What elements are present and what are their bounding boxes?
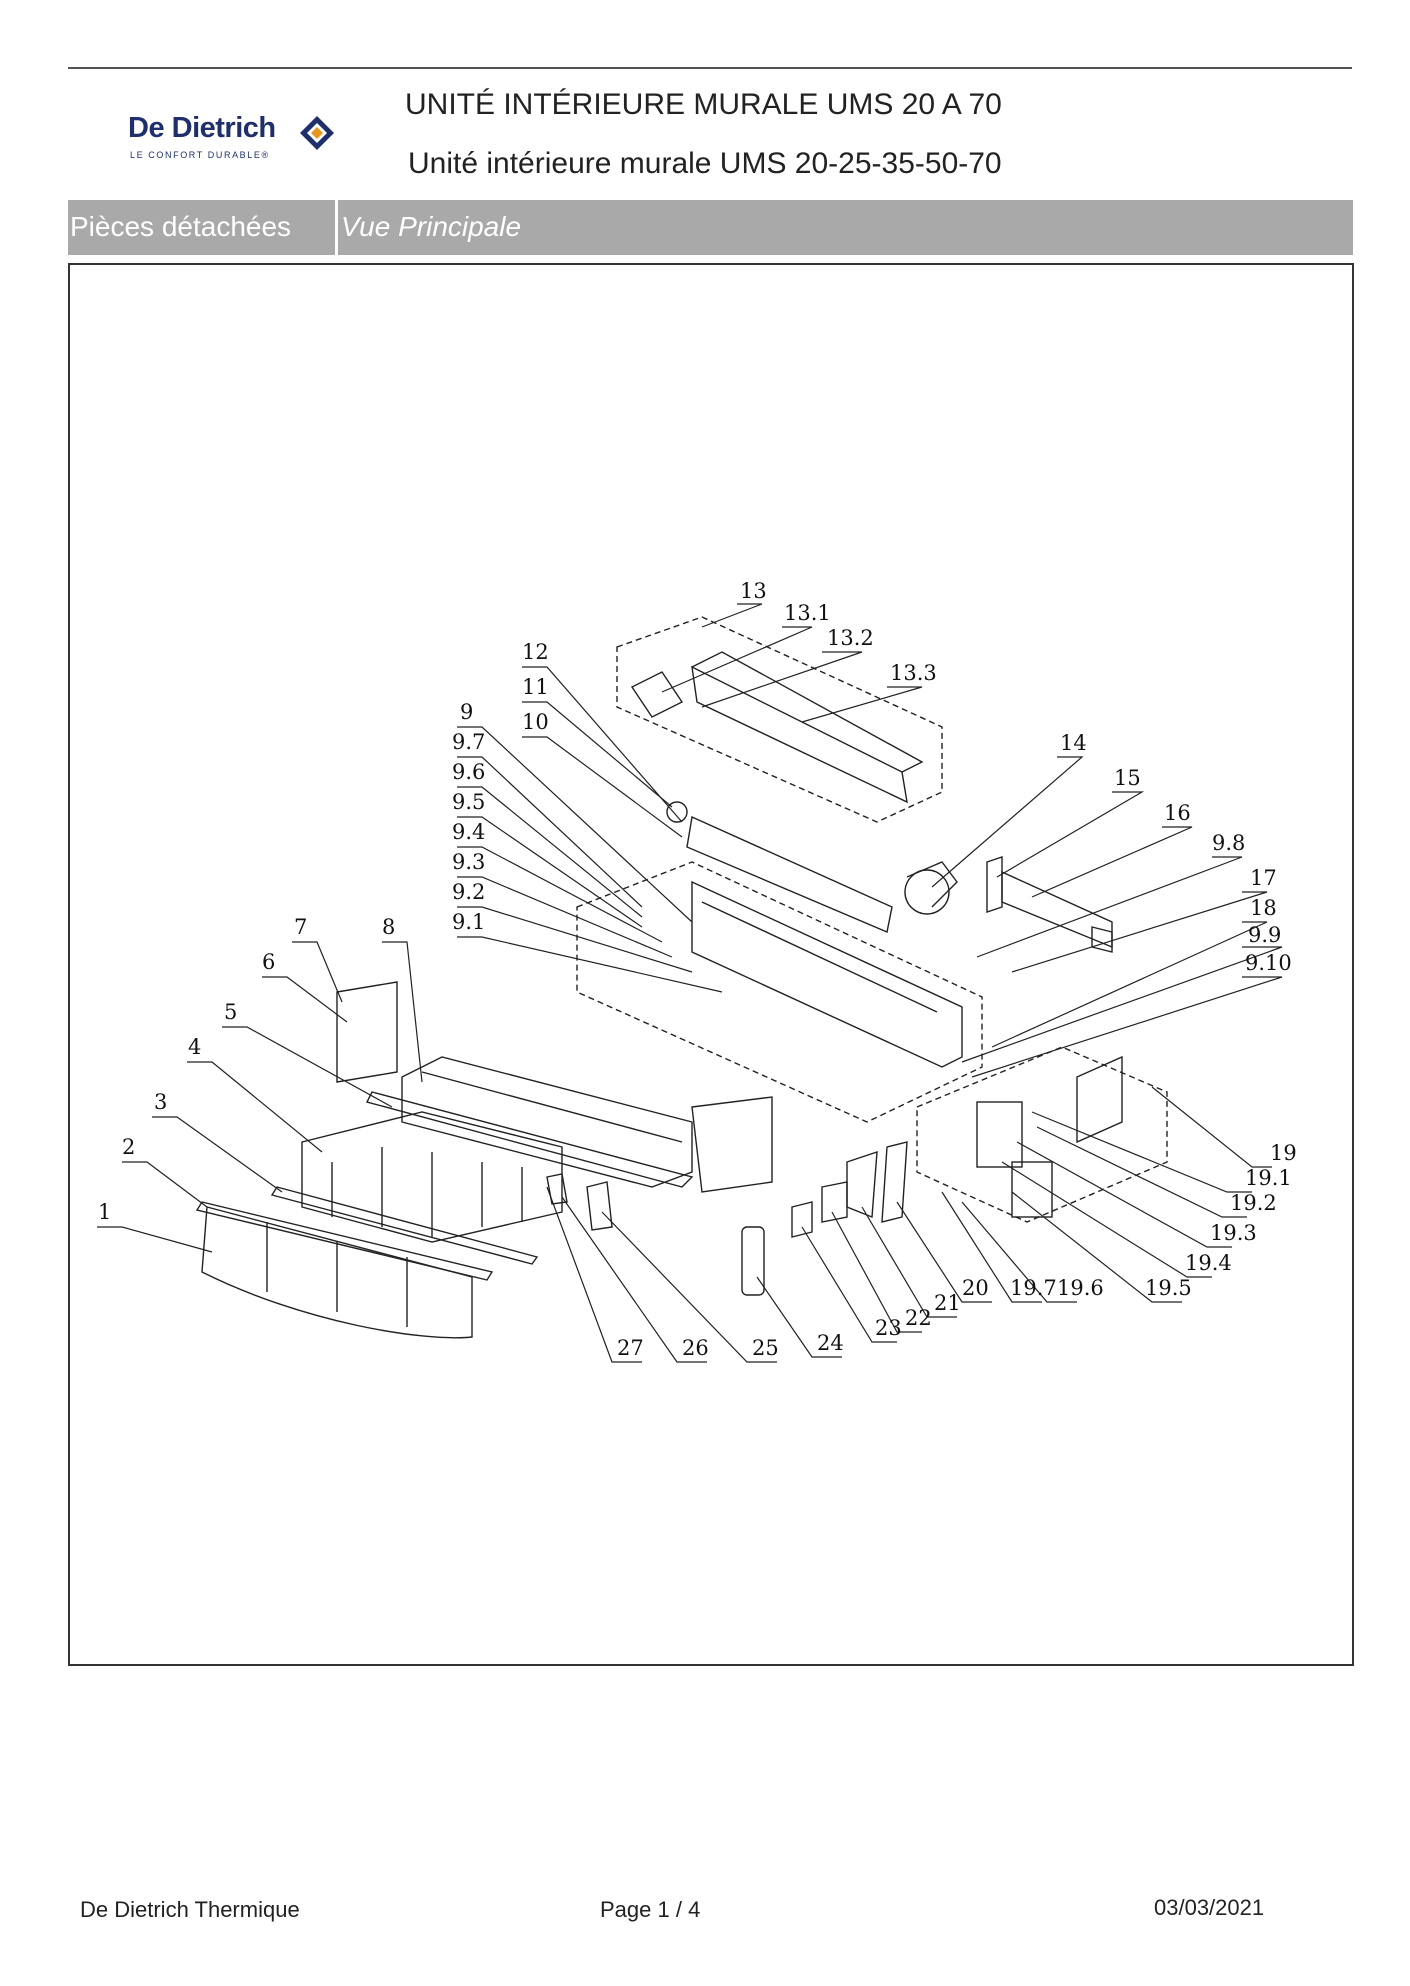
callout-19-6: 19.6 <box>1057 1276 1104 1300</box>
callout-20: 20 <box>962 1276 989 1300</box>
section-category: Pièces détachées <box>70 211 292 242</box>
callout-19-2: 19.2 <box>1230 1191 1277 1215</box>
callout-9-10: 9.10 <box>1245 951 1292 975</box>
callout-22: 22 <box>905 1306 932 1330</box>
callout-27: 27 <box>617 1336 644 1360</box>
brand-tagline: LE CONFORT DURABLE® <box>130 150 270 160</box>
callout-13-2: 13.2 <box>827 626 874 650</box>
part-4-filter <box>301 1111 563 1243</box>
part-19-cover <box>1011 1161 1053 1218</box>
part-4-ribs <box>331 1147 523 1237</box>
part-5 <box>365 1091 694 1188</box>
part-23 <box>791 1201 813 1238</box>
callout-18: 18 <box>1250 896 1277 920</box>
callout-3: 3 <box>154 1090 167 1114</box>
callout-9-8: 9.8 <box>1212 831 1245 855</box>
brand-name: De Dietrich <box>128 112 276 144</box>
callout-6: 6 <box>262 950 275 974</box>
callout-9-3: 9.3 <box>452 850 485 874</box>
callout-19: 19 <box>1270 1141 1297 1165</box>
part-13-box <box>616 616 943 823</box>
callout-9: 9 <box>460 700 473 724</box>
part-8 <box>691 1096 773 1193</box>
exploded-view-diagram: 13 13.1 13.2 13.3 12 11 10 9 9.7 9.6 9.5… <box>97 579 1297 1363</box>
callout-13-3: 13.3 <box>890 661 937 685</box>
part-14-bracket <box>906 861 958 908</box>
part-15 <box>986 856 1003 913</box>
callout-12: 12 <box>522 640 549 664</box>
callout-11: 11 <box>522 675 549 699</box>
part-9-chassis <box>691 880 963 1068</box>
callout-1: 1 <box>98 1200 111 1224</box>
part-20 <box>881 1141 908 1223</box>
exploded-view-frame: 13 13.1 13.2 13.3 12 11 10 9 9.7 9.6 9.5… <box>68 263 1354 1666</box>
part-13-2-shape <box>691 665 908 804</box>
part-24-remote <box>741 1226 765 1296</box>
part-10-fan <box>686 815 893 933</box>
part-16-end <box>1091 926 1113 953</box>
section-bar: Pièces détachées Vue Principale <box>68 200 1353 255</box>
part-25 <box>586 1181 613 1231</box>
callout-26: 26 <box>682 1336 709 1360</box>
diamond-logo-icon <box>300 116 334 150</box>
callout-9-5: 9.5 <box>452 790 485 814</box>
header-rule <box>68 67 1352 69</box>
callout-17: 17 <box>1250 866 1277 890</box>
section-view-title: Vue Principale <box>341 211 522 242</box>
callout-13-1: 13.1 <box>784 601 831 625</box>
callout-19-1: 19.1 <box>1245 1166 1292 1190</box>
callout-9-1: 9.1 <box>452 910 485 934</box>
callout-14: 14 <box>1060 731 1087 755</box>
callout-5: 5 <box>224 1000 237 1024</box>
part-14-motor <box>904 869 950 915</box>
callout-10: 10 <box>522 710 549 734</box>
callout-16: 16 <box>1164 801 1191 825</box>
part-1-seams <box>266 1222 408 1327</box>
part-11-bearing <box>666 801 688 823</box>
part-13-3-shape <box>691 651 924 773</box>
part-9-rail <box>701 901 938 1013</box>
part-13-1-shape <box>630 671 684 718</box>
callout-9-7: 9.7 <box>452 730 485 754</box>
part-19-panel <box>1076 1055 1123 1144</box>
callout-19-7: 19.7 <box>1010 1276 1057 1300</box>
footer-page-number: Page 1 / 4 <box>600 1897 701 1922</box>
callout-24: 24 <box>817 1331 844 1355</box>
callout-9-4: 9.4 <box>452 820 485 844</box>
callout-8: 8 <box>382 915 395 939</box>
part-7 <box>401 1056 693 1188</box>
callout-15: 15 <box>1114 766 1141 790</box>
footer-date: 03/03/2021 <box>1154 1895 1265 1920</box>
part-9-box <box>576 861 983 1123</box>
part-22 <box>821 1181 848 1223</box>
part-7-slot <box>421 1071 683 1143</box>
callout-2: 2 <box>122 1135 135 1159</box>
callout-21: 21 <box>934 1291 961 1315</box>
callout-7: 7 <box>294 915 307 939</box>
callout-25: 25 <box>752 1336 779 1360</box>
brand-logo: De Dietrich LE CONFORT DURABLE® <box>128 112 338 168</box>
section-category-cell: Pièces détachées <box>68 200 338 255</box>
callout-19-5: 19.5 <box>1145 1276 1192 1300</box>
part-1-panel <box>201 1206 473 1339</box>
part-3 <box>270 1186 539 1265</box>
document-title: UNITÉ INTÉRIEURE MURALE UMS 20 A 70 <box>405 88 1002 121</box>
callout-9-6: 9.6 <box>452 760 485 784</box>
part-19-box <box>916 1046 1168 1223</box>
document-subtitle: Unité intérieure murale UMS 20-25-35-50-… <box>408 147 1002 180</box>
callout-4: 4 <box>188 1035 201 1059</box>
callout-9-9: 9.9 <box>1248 923 1281 947</box>
callout-19-4: 19.4 <box>1185 1251 1232 1275</box>
callout-9-2: 9.2 <box>452 880 485 904</box>
callout-23: 23 <box>875 1316 902 1340</box>
part-6 <box>336 981 398 1083</box>
callout-19-3: 19.3 <box>1210 1221 1257 1245</box>
callout-13: 13 <box>740 579 767 603</box>
part-19-control <box>976 1101 1023 1168</box>
part-2 <box>195 1201 494 1281</box>
footer-company: De Dietrich Thermique <box>80 1897 300 1922</box>
part-16 <box>1001 870 1113 949</box>
